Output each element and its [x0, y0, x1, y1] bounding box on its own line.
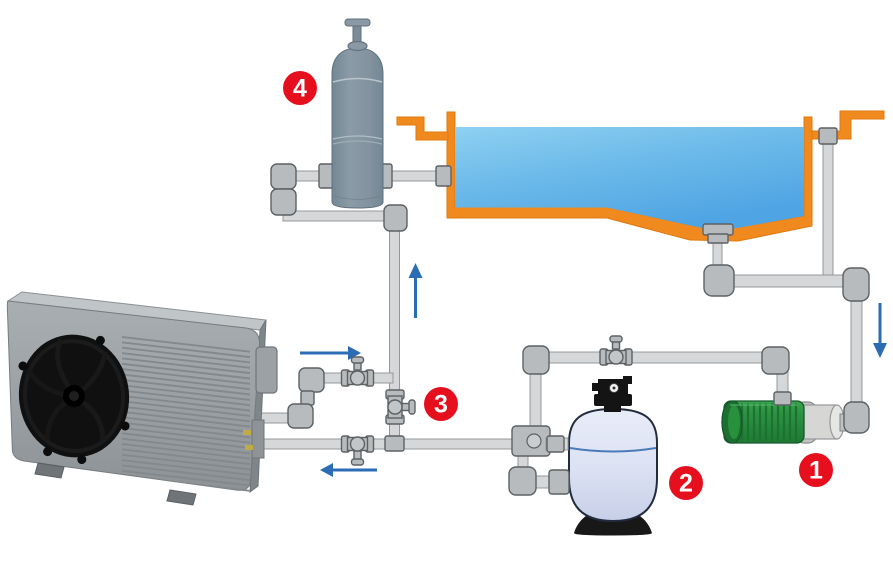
svg-text:3: 3: [434, 391, 448, 419]
svg-text:4: 4: [293, 75, 307, 103]
svg-text:2: 2: [679, 470, 693, 498]
svg-text:1: 1: [809, 457, 823, 485]
